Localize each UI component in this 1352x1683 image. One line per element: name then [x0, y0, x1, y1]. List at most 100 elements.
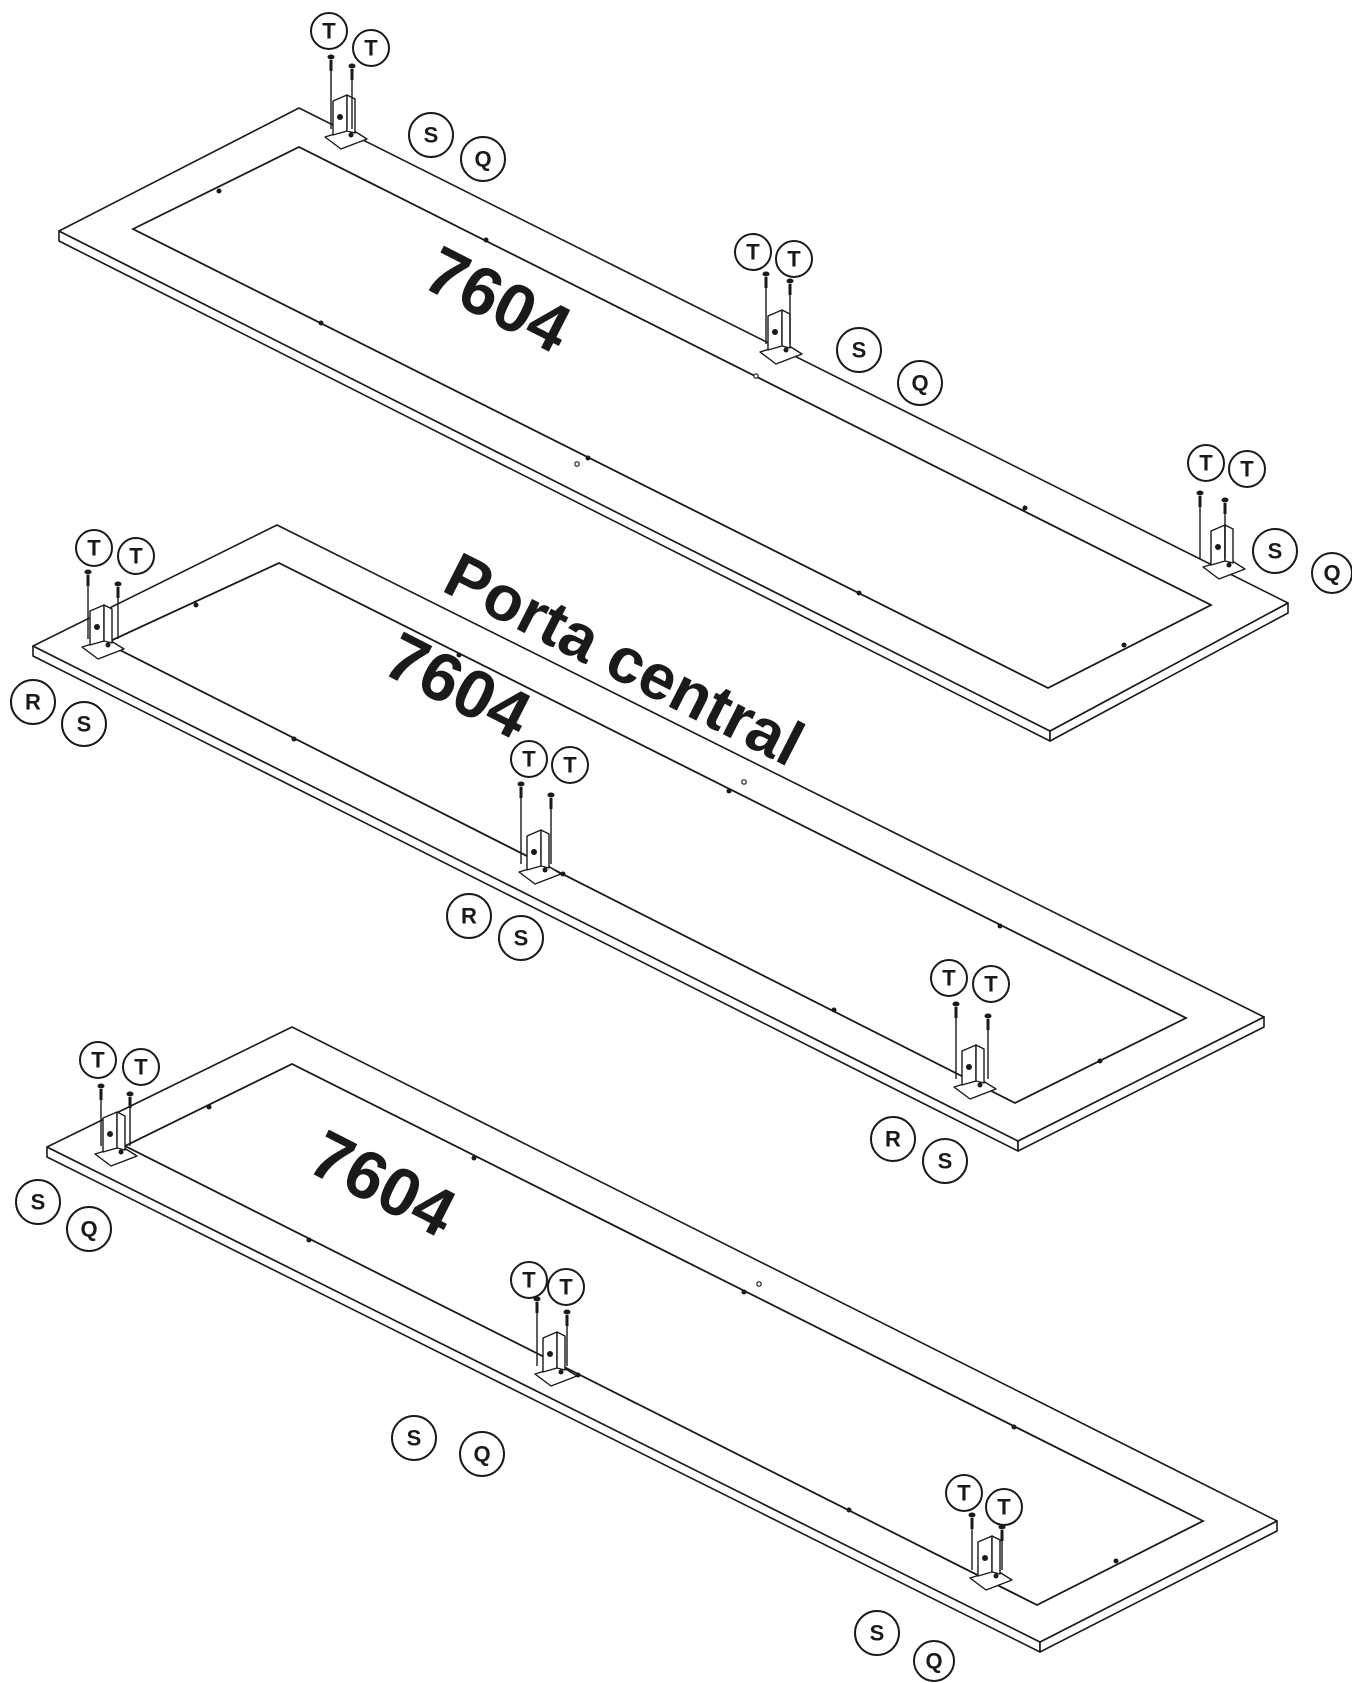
panel-bottom: 7604: [46, 1026, 1278, 1653]
callout-label: R: [25, 690, 41, 715]
callout: T: [945, 1474, 983, 1512]
panel-bottom-hole: [846, 1507, 852, 1513]
hinge-hole: [94, 624, 100, 630]
hinge-hole: [558, 1369, 564, 1375]
panel-middle-hole: [291, 736, 297, 742]
hinge-hole: [348, 132, 354, 138]
callout: T: [75, 529, 113, 567]
panel-top-face: [58, 107, 1289, 732]
hinge-arm-side: [975, 1044, 985, 1084]
callout-label: Q: [911, 371, 928, 396]
panel-top-pin: [753, 373, 759, 379]
callout-label: T: [787, 247, 801, 272]
callout: S: [922, 1138, 968, 1184]
hinge-hole: [542, 867, 548, 873]
callout-label: S: [77, 712, 92, 737]
hinge-bracket: [969, 1535, 1013, 1591]
screw: [327, 54, 335, 129]
callout: S: [61, 701, 107, 747]
panel-middle-hole: [1097, 1058, 1103, 1064]
hinge-arm-side: [991, 1535, 1001, 1575]
panel-middle-hole: [831, 1007, 837, 1013]
callout: S: [1252, 528, 1298, 574]
panel-top-hole: [1022, 505, 1028, 511]
screw-head: [114, 581, 122, 587]
callout-label: T: [559, 1275, 573, 1300]
hinge-arm-side: [781, 309, 791, 349]
callout-label: T: [984, 972, 998, 997]
callout-label: Q: [80, 1217, 97, 1242]
screw-head: [547, 792, 555, 798]
callout-label: T: [942, 966, 956, 991]
callout-label: T: [129, 544, 143, 569]
callout: T: [547, 1268, 585, 1306]
panel-top: 7604: [58, 107, 1289, 742]
callout-label: T: [746, 240, 760, 265]
callout-label: S: [514, 926, 529, 951]
hinge-bracket: [759, 309, 803, 365]
callout: T: [310, 12, 348, 50]
callout: Q: [897, 360, 943, 406]
callout: R: [446, 893, 492, 939]
callout: S: [836, 327, 882, 373]
hinge-hole: [118, 1149, 124, 1155]
callout: S: [408, 112, 454, 158]
hinge-bracket: [534, 1331, 578, 1387]
screw-head: [762, 271, 770, 277]
callout: R: [10, 679, 56, 725]
panel-middle-hole: [456, 652, 462, 658]
hinge-arm-side: [116, 1111, 126, 1151]
panel-bottom-hole: [1011, 1424, 1017, 1430]
callout: T: [510, 1261, 548, 1299]
panel-middle-hole: [193, 602, 199, 608]
callout: T: [352, 29, 390, 67]
callout-label: T: [997, 1495, 1011, 1520]
panel-top-hole: [483, 237, 489, 243]
hinge-hole: [531, 849, 537, 855]
callout: Q: [460, 136, 506, 182]
panel-top-inner-frame: [130, 145, 1213, 690]
callout: T: [79, 1041, 117, 1079]
callout-label: T: [522, 747, 536, 772]
panel-bottom-hole: [471, 1155, 477, 1161]
screw-head: [984, 1013, 992, 1019]
callout-label: S: [424, 123, 439, 148]
hinge-hole: [783, 347, 789, 353]
screw-head: [952, 1001, 960, 1007]
panel-bottom-hole: [1113, 1558, 1119, 1564]
hinge-hole: [337, 114, 343, 120]
hinge-hole: [547, 1351, 553, 1357]
hinge-arm-side: [1224, 524, 1234, 564]
hinge-hole: [105, 642, 111, 648]
callout: T: [122, 1048, 160, 1086]
callout-label: T: [364, 36, 378, 61]
callout-label: S: [938, 1149, 953, 1174]
callout: S: [854, 1610, 900, 1656]
screw-head: [84, 569, 92, 575]
callout: S: [498, 915, 544, 961]
hinge-bracket: [81, 604, 125, 660]
panel-top-hole: [216, 188, 222, 194]
hinge-hole: [772, 329, 778, 335]
screw-head: [786, 278, 794, 284]
screw: [517, 781, 525, 864]
screw-head: [517, 781, 525, 787]
callout-label: R: [461, 904, 477, 929]
screw: [563, 1309, 571, 1366]
hinge-arm-side: [346, 94, 356, 134]
panel-top-hole: [856, 590, 862, 596]
callout: T: [985, 1488, 1023, 1526]
hinges-layer: [81, 54, 1246, 1591]
panel-middle-pin: [741, 779, 747, 785]
panel-bottom-hole: [206, 1104, 212, 1110]
hinge-hole: [977, 1082, 983, 1088]
screw: [968, 1512, 976, 1570]
screw: [786, 278, 794, 344]
callout-label: T: [1199, 451, 1213, 476]
hinge-bracket: [518, 829, 562, 885]
hinge-bracket: [324, 94, 368, 150]
panel-bottom-pin: [756, 1281, 762, 1287]
screw: [952, 1001, 960, 1079]
screw: [114, 581, 122, 639]
